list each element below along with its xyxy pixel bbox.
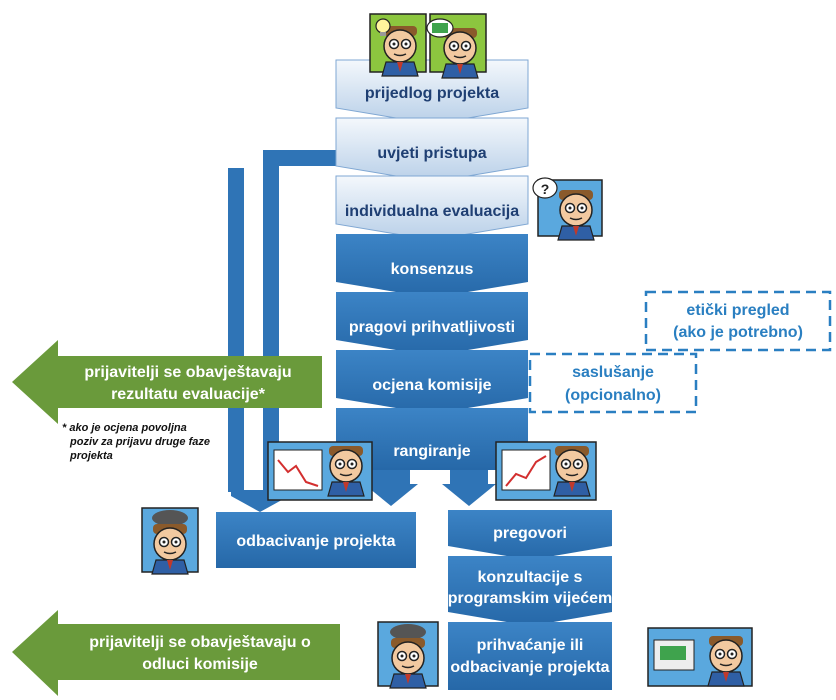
step-label: pragovi prihvatljivosti (349, 319, 515, 336)
step-pragovi: pragovi prihvatljivosti (336, 292, 528, 356)
step-label: individualna evaluacija (345, 203, 519, 220)
svg-text:?: ? (541, 181, 550, 197)
step-label: odbacivanje projekta (236, 533, 395, 550)
split-arrow-right (442, 470, 496, 506)
lightbulb-icon (369, 13, 427, 77)
money-icon (426, 13, 487, 79)
step-ocjena: ocjena komisije (336, 350, 528, 414)
arrow-label: prijavitelji se obavještavaju (84, 364, 291, 381)
step-label: programskim vijećem (448, 590, 613, 607)
step-label: konzultacije s (478, 569, 583, 586)
step-label: rangiranje (393, 443, 470, 460)
green-arrow-top: prijavitelji se obavještavaju rezultatu … (12, 340, 322, 424)
arrow-label: odluci komisije (142, 656, 258, 673)
eticki-label: (ako je potrebno) (673, 324, 803, 341)
left-trunk (228, 168, 244, 492)
step-odbacivanje: odbacivanje projekta (216, 512, 416, 568)
step-prihvacanje: prihvaćanje ili odbacivanje projekta (448, 622, 612, 690)
footnote-line: * ako je ocjena povoljna (62, 422, 187, 434)
eticki-pregled-box: etički pregled (ako je potrebno) (644, 290, 832, 352)
step-pregovori: pregovori (448, 510, 612, 560)
raincloud-icon (141, 507, 199, 575)
step-konzultacije: konzultacije s programskim vijećem (448, 556, 613, 626)
raincloud-icon (377, 621, 439, 689)
step-rangiranje: rangiranje (336, 408, 528, 470)
step-label: ocjena komisije (372, 377, 491, 394)
split-arrow-left (364, 470, 418, 506)
step-label: prihvaćanje ili (477, 637, 584, 654)
step-individualna: individualna evaluacija (335, 175, 529, 241)
step-label: pregovori (493, 525, 567, 542)
saslusanje-box: saslušanje (opcionalno) (528, 352, 698, 414)
cash-icon (647, 627, 753, 687)
step-label: konsenzus (391, 261, 474, 278)
footnote-line: projekta (69, 450, 113, 462)
step-label: prijedlog projekta (365, 85, 499, 102)
step-konsenzus: konsenzus (336, 234, 528, 298)
eticki-label: etički pregled (686, 302, 789, 319)
chart-down-icon (267, 441, 373, 501)
green-arrow-bottom: prijavitelji se obavještavaju o odluci k… (12, 610, 340, 696)
step-label: uvjeti pristupa (377, 145, 486, 162)
footnote: * ako je ocjena povoljna poziv za prijav… (62, 422, 210, 462)
saslusanje-label: saslušanje (572, 364, 654, 381)
arrow-label: prijavitelji se obavještavaju o (89, 634, 311, 651)
step-uvjeti: uvjeti pristupa (335, 117, 529, 183)
return-connector (263, 150, 345, 492)
chart-up-icon (495, 441, 597, 501)
question-icon: ? (532, 177, 603, 241)
arrow-label: rezultatu evaluacije* (111, 386, 266, 403)
saslusanje-label: (opcionalno) (565, 387, 661, 404)
step-label: odbacivanje projekta (450, 659, 609, 676)
footnote-line: poziv za prijavu druge faze (69, 436, 210, 448)
